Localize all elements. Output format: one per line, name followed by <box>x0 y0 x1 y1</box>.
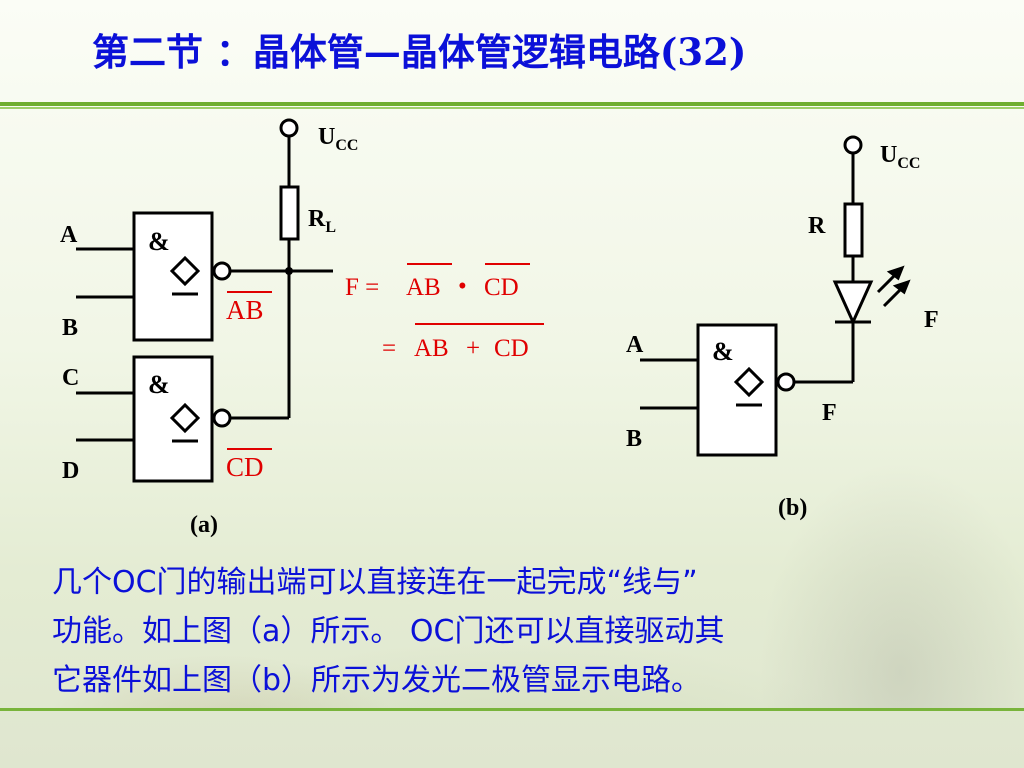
inverter-bubble-1 <box>212 261 232 281</box>
input-label-c: C <box>62 365 79 391</box>
gate1-symbol: & <box>148 227 170 256</box>
resistor-label-a: RL <box>308 206 336 236</box>
circuit-a <box>76 118 333 483</box>
supply-terminal-b <box>843 135 863 155</box>
oc-symbol-2 <box>169 402 201 434</box>
equation2-term2: CD <box>494 335 529 362</box>
inverter-bubble-2 <box>212 408 232 428</box>
input-label-b-b: B <box>626 426 642 452</box>
supply-label-b: UCC <box>880 142 920 172</box>
input-label-a: A <box>60 222 78 248</box>
oc-symbol-b <box>733 366 765 398</box>
paragraph-line-3: 它器件如上图（b）所示为发光二极管显示电路。 <box>52 663 702 698</box>
output-label-b: F <box>822 400 837 426</box>
inverter-bubble-b <box>776 372 796 392</box>
gate1-output-label: AB <box>226 295 264 325</box>
input-label-b: B <box>62 315 78 341</box>
paragraph-line-2: 功能。如上图（a）所示。 OC门还可以直接驱动其 <box>52 614 725 649</box>
slide-title: 第二节 ：晶体管—晶体管逻辑电路(32) <box>92 30 747 74</box>
oc-symbol-1 <box>169 255 201 287</box>
gate2-output-label: CD <box>226 452 264 482</box>
equation2-lhs: = <box>382 335 396 362</box>
input-label-b-a: A <box>626 332 644 358</box>
caption-a: (a) <box>190 512 218 538</box>
bottom-divider <box>0 708 1024 711</box>
equation2-term1: AB <box>414 335 449 362</box>
equation1-lhs: F = <box>345 274 379 301</box>
input-label-d: D <box>62 458 79 484</box>
equation1-operator: • <box>458 273 467 300</box>
supply-label-a: UCC <box>318 124 358 154</box>
junction-dot <box>285 267 293 275</box>
explanation-paragraph: 几个OC门的输出端可以直接连在一起完成“线与” 功能。如上图（a）所示。 OC门… <box>52 558 972 705</box>
resistor-label-b: R <box>808 213 826 239</box>
gate-b-symbol: & <box>712 337 734 366</box>
resistor-rl <box>279 185 300 241</box>
nand-gate-b <box>696 323 778 457</box>
paragraph-line-1: 几个OC门的输出端可以直接连在一起完成“线与” <box>52 565 698 600</box>
resistor-r <box>843 202 864 258</box>
circuit-b <box>640 135 911 457</box>
equation1-term2: CD <box>484 274 519 301</box>
title-divider <box>0 102 1024 106</box>
supply-terminal-a <box>279 118 299 138</box>
title-divider-thin <box>0 107 1024 109</box>
gate2-symbol: & <box>148 370 170 399</box>
equation2-operator: + <box>466 335 480 362</box>
nand-gate-1 <box>132 211 214 342</box>
equation1-term1: AB <box>406 274 441 301</box>
led-label: F <box>924 307 939 333</box>
caption-b: (b) <box>778 495 807 521</box>
led-diode <box>832 280 874 326</box>
